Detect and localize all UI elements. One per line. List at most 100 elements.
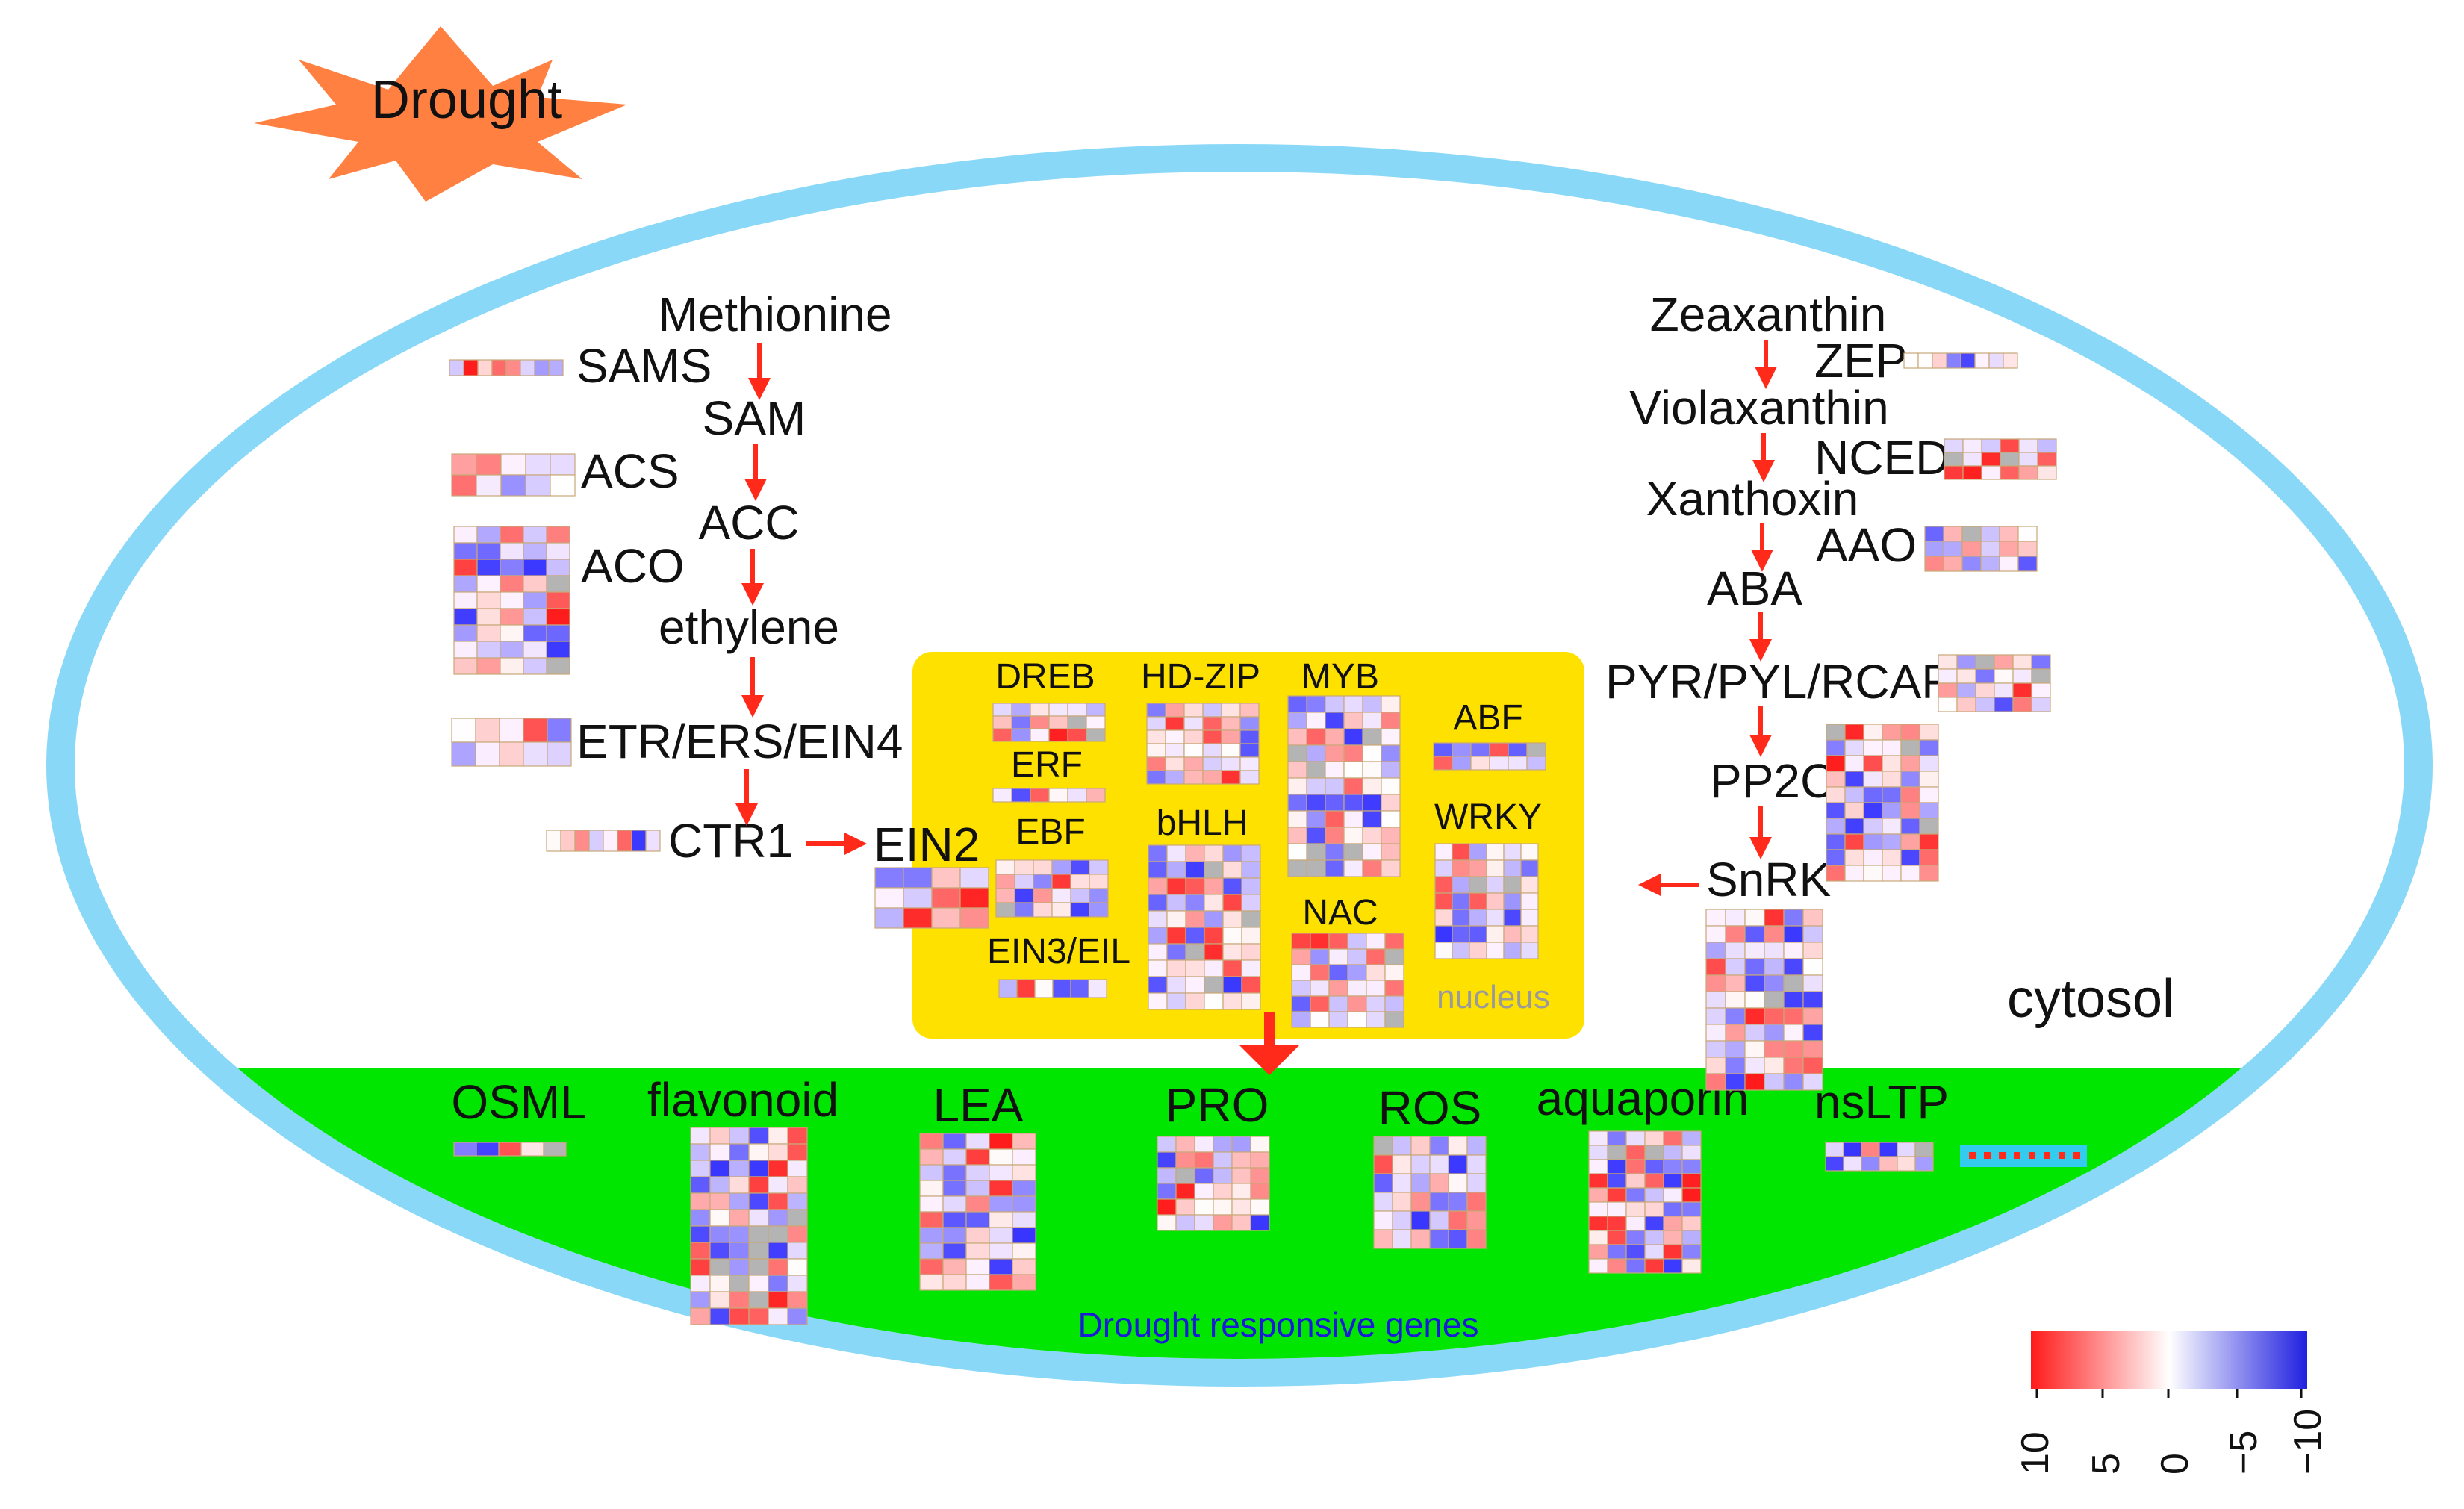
heatmap-cell (451, 474, 477, 497)
nsltp-dot (1969, 1152, 1976, 1159)
heatmap-cell (1988, 352, 2004, 369)
heatmap-cell (1863, 724, 1883, 741)
heatmap-cell (1725, 1007, 1746, 1025)
gene-sams: SAMS (576, 339, 712, 393)
heatmap-ein2 (874, 867, 989, 929)
heatmap-cell (1744, 942, 1765, 959)
heatmap-cell (1663, 1159, 1683, 1174)
heatmap-cell (1607, 1159, 1627, 1174)
heatmap-cell (729, 1192, 750, 1210)
heatmap-cell (451, 453, 477, 476)
heatmap-cell (1384, 948, 1404, 965)
heatmap-hdzip (1146, 703, 1260, 785)
heatmap-cell (1166, 910, 1186, 928)
heatmap-cell (520, 1142, 544, 1157)
heatmap-cell (1362, 843, 1382, 861)
heatmap-cell (965, 1211, 990, 1228)
heatmap-cell (690, 1176, 711, 1194)
nsltp-dot (2073, 1152, 2080, 1159)
heatmap-cell (1520, 892, 1539, 910)
heatmap-cell (1994, 654, 2014, 670)
heatmap-cell (1185, 910, 1205, 928)
heatmap-cell (1503, 892, 1522, 910)
gene-aco: ACO (581, 539, 685, 593)
heatmap-cell (1975, 682, 1995, 698)
heatmap-cell (546, 624, 570, 642)
heatmap-cell (1466, 1136, 1487, 1156)
heatmap-cell (1744, 1040, 1765, 1058)
heatmap-cell (1306, 843, 1326, 861)
heatmap-cell (1900, 724, 1920, 741)
heatmap-cell (1882, 724, 1902, 741)
heatmap-cell (1508, 756, 1528, 771)
heatmap-cell (1048, 728, 1068, 742)
heatmap-cell (1764, 925, 1785, 943)
heatmap-cell (1306, 859, 1326, 877)
heatmap-cell (787, 1307, 808, 1325)
heatmap-cell (476, 575, 501, 593)
heatmap-cell (1366, 1011, 1386, 1028)
heatmap-cell (1960, 352, 1976, 369)
heatmap-aao (1924, 526, 2038, 572)
heatmap-cell (965, 1180, 990, 1197)
heatmap-cell (451, 718, 476, 743)
heatmap-cell (1250, 1183, 1270, 1200)
heatmap-cell (1607, 1216, 1627, 1231)
heatmap-cell (1663, 1173, 1683, 1189)
heatmap-cell (1961, 526, 1982, 542)
heatmap-cell (1362, 744, 1382, 762)
heatmap-cell (1362, 794, 1382, 812)
heatmap-cell (748, 1242, 769, 1260)
legend-tick-5: 5 (2085, 1453, 2128, 1475)
heatmap-cell (1287, 859, 1307, 877)
heatmap-cell (919, 1211, 944, 1228)
heatmap-cell (476, 591, 501, 609)
heatmap-cell (1241, 861, 1261, 879)
heatmap-cell (1410, 1154, 1431, 1174)
heatmap-cell (690, 1307, 711, 1325)
heatmap-cell (1012, 1164, 1036, 1181)
heatmap-cell (1310, 995, 1330, 1012)
heatmap-cell (919, 1148, 944, 1166)
heatmap-cell (1625, 1258, 1646, 1274)
heatmap-cell (1381, 761, 1401, 779)
heatmap-cell (1919, 849, 1939, 866)
heatmap-cell (1882, 786, 1902, 803)
legend-tick-10: 10 (2014, 1431, 2057, 1475)
heatmap-cell (1089, 888, 1109, 903)
heatmap-cell (1213, 1167, 1233, 1184)
heatmap-cell (1381, 843, 1401, 861)
heatmap-cell (1607, 1187, 1627, 1203)
nucleus-label: nucleus (1437, 979, 1550, 1015)
heatmap-cell (1944, 452, 1964, 467)
heatmap-cell (1175, 1151, 1195, 1169)
heatmap-cell (919, 1180, 944, 1197)
heatmap-cell (1343, 761, 1363, 779)
heatmap-cell (1343, 843, 1363, 861)
heatmap-cell (1879, 1156, 1898, 1172)
heatmap-cell (1938, 668, 1958, 684)
heatmap-cell (1486, 876, 1505, 894)
heatmap-cell (729, 1225, 750, 1243)
heatmap-cell (1429, 1173, 1449, 1193)
heatmap-cell (2012, 697, 2032, 712)
heatmap-cell (1956, 668, 1976, 684)
heatmap-cell (989, 1211, 1013, 1228)
heatmap-cell (1588, 1145, 1608, 1160)
heatmap-cell (1863, 865, 1883, 882)
heatmap-cell (1325, 695, 1345, 713)
heatmap-cell (709, 1176, 730, 1194)
heatmap-cell (1843, 1156, 1862, 1172)
heatmap-cell (523, 591, 547, 609)
heatmap-cell (1956, 682, 1976, 698)
heatmap-abf (1433, 742, 1546, 771)
gene-aao: AAO (1816, 518, 1917, 572)
heatmap-cell (1919, 865, 1939, 882)
heatmap-cell (1183, 729, 1204, 744)
heatmap-cell (1783, 1073, 1804, 1091)
heatmap-cell (942, 1274, 967, 1291)
heatmap-cell (453, 657, 478, 675)
heatmap-cell (1705, 925, 1726, 943)
heatmap-cell (1204, 861, 1224, 879)
heatmap-cell (1681, 1258, 1702, 1274)
